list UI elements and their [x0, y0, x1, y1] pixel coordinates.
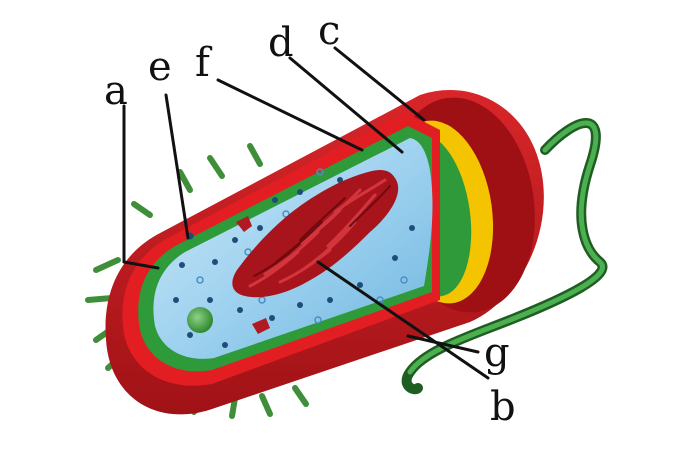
label-b: b [490, 384, 516, 430]
label-c: c [318, 8, 340, 54]
label-lines [122, 46, 490, 380]
label-g: g [484, 330, 510, 376]
leader-d [288, 56, 404, 154]
leader-b [316, 260, 490, 380]
leader-g [406, 334, 480, 354]
leader-c [333, 46, 426, 122]
label-d: d [268, 20, 294, 66]
flagellum-highlight [407, 120, 605, 375]
leader-f [216, 78, 364, 152]
label-a: a [104, 68, 128, 114]
leader-e [164, 93, 190, 240]
nucleoid [232, 170, 399, 298]
label-f: f [195, 40, 213, 86]
leader-a-tail [122, 260, 160, 270]
plasmid-icon [187, 307, 213, 333]
label-e: e [148, 44, 172, 90]
inclusion-granule-2 [252, 318, 270, 334]
inclusion-granule [236, 216, 252, 232]
